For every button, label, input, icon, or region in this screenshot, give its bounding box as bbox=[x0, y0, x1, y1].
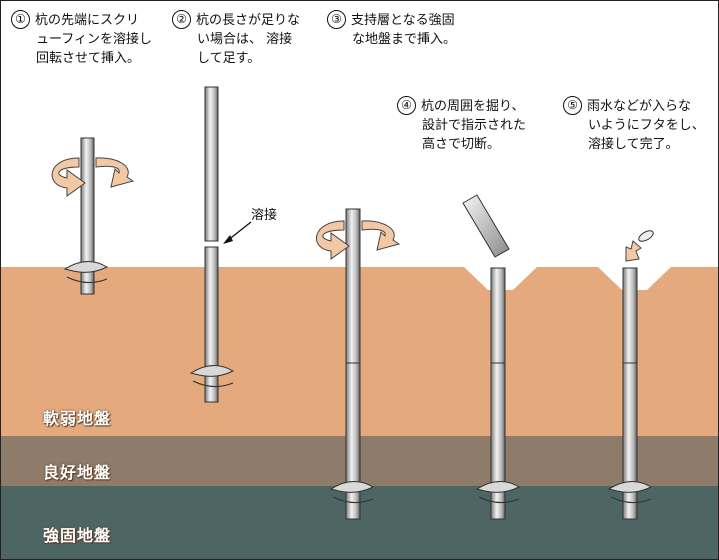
step-4-text: ④ 杭の周囲を掘り、 設計で指示された 高さで切断。 bbox=[397, 96, 526, 154]
rotation-arrow-icon bbox=[316, 220, 350, 260]
step-1-text: ① 杭の先端にスクリ ューフィンを溶接し 回転させて挿入。 bbox=[11, 10, 152, 68]
pile-3 bbox=[316, 208, 401, 520]
step-4-line-3: 高さで切断。 bbox=[422, 137, 501, 152]
step-4-line-1: 杭の周囲を掘り、 bbox=[421, 99, 525, 114]
pile-shaft bbox=[345, 208, 361, 520]
step-1-line-3: 回転させて挿入。 bbox=[36, 51, 141, 66]
rotation-arrow-icon bbox=[51, 157, 86, 197]
screw-fin-lower bbox=[332, 496, 374, 504]
step-5-line-1: 雨水などが入らな bbox=[587, 99, 692, 114]
weld-pointer-arrowhead-icon bbox=[223, 235, 233, 244]
step-5-line-2: いようにフタをし、 bbox=[588, 118, 705, 133]
weld-label: 溶接 bbox=[251, 208, 278, 223]
step-3-line-1: 支持層となる強固 bbox=[351, 13, 455, 28]
step-1-line-1: 杭の先端にスクリ bbox=[35, 13, 140, 28]
good-ground-label: 良好地盤 bbox=[43, 463, 112, 482]
screw-fin-lower bbox=[478, 496, 520, 504]
step-1-line-2: ューフィンを溶接し bbox=[36, 32, 152, 47]
screw-fin-lower bbox=[610, 496, 652, 504]
pile-shaft bbox=[622, 267, 638, 520]
rotation-arrow-tail-icon bbox=[361, 220, 401, 251]
pile-1 bbox=[51, 137, 135, 295]
step-5-line-3: 溶接して完了。 bbox=[588, 137, 679, 152]
cut-pile-piece bbox=[462, 194, 510, 258]
step-2-number: ② bbox=[172, 10, 191, 29]
screw-fin bbox=[329, 481, 375, 493]
screw-fin bbox=[63, 261, 109, 273]
screw-fin-lower bbox=[66, 276, 108, 284]
screw-fin-lower bbox=[192, 380, 234, 388]
pile-4 bbox=[462, 194, 521, 520]
screw-fin bbox=[189, 365, 235, 377]
step-3-number: ③ bbox=[327, 10, 346, 29]
screw-fin bbox=[475, 481, 521, 493]
pile-shaft bbox=[490, 267, 506, 520]
step-4-number: ④ bbox=[397, 96, 416, 115]
step-2-line-1: 杭の長さが足りな bbox=[196, 13, 301, 28]
step-5-text: ⑤ 雨水などが入らな いようにフタをし、 溶接して完了。 bbox=[563, 96, 705, 154]
step-3-text: ③ 支持層となる強固 な地盤まで挿入。 bbox=[327, 10, 456, 49]
step-2-line-3: して足す。 bbox=[197, 51, 261, 66]
pile-shaft bbox=[80, 137, 95, 295]
pile-5 bbox=[607, 230, 654, 520]
soft-ground-label: 軟弱地盤 bbox=[43, 409, 112, 428]
step-3-line-2: な地盤まで挿入。 bbox=[352, 32, 457, 47]
step-2-text: ② 杭の長さが足りな い場合は、 溶接 して足す。 bbox=[172, 10, 300, 68]
cap-down-arrow-icon bbox=[625, 240, 642, 262]
hard-ground-label: 強固地盤 bbox=[43, 526, 112, 545]
pile-2 bbox=[189, 86, 252, 403]
pile-cap-icon bbox=[638, 230, 654, 242]
step-2-line-2: い場合は、 溶接 bbox=[197, 32, 293, 47]
step-5-number: ⑤ bbox=[563, 96, 582, 115]
step-1-number: ① bbox=[11, 10, 30, 29]
rotation-arrow-tail-icon bbox=[95, 157, 135, 188]
upper-pile-segment bbox=[204, 86, 219, 242]
step-4-line-2: 設計で指示された bbox=[422, 118, 527, 133]
screw-fin bbox=[607, 481, 653, 493]
lower-pile-segment bbox=[204, 246, 219, 403]
